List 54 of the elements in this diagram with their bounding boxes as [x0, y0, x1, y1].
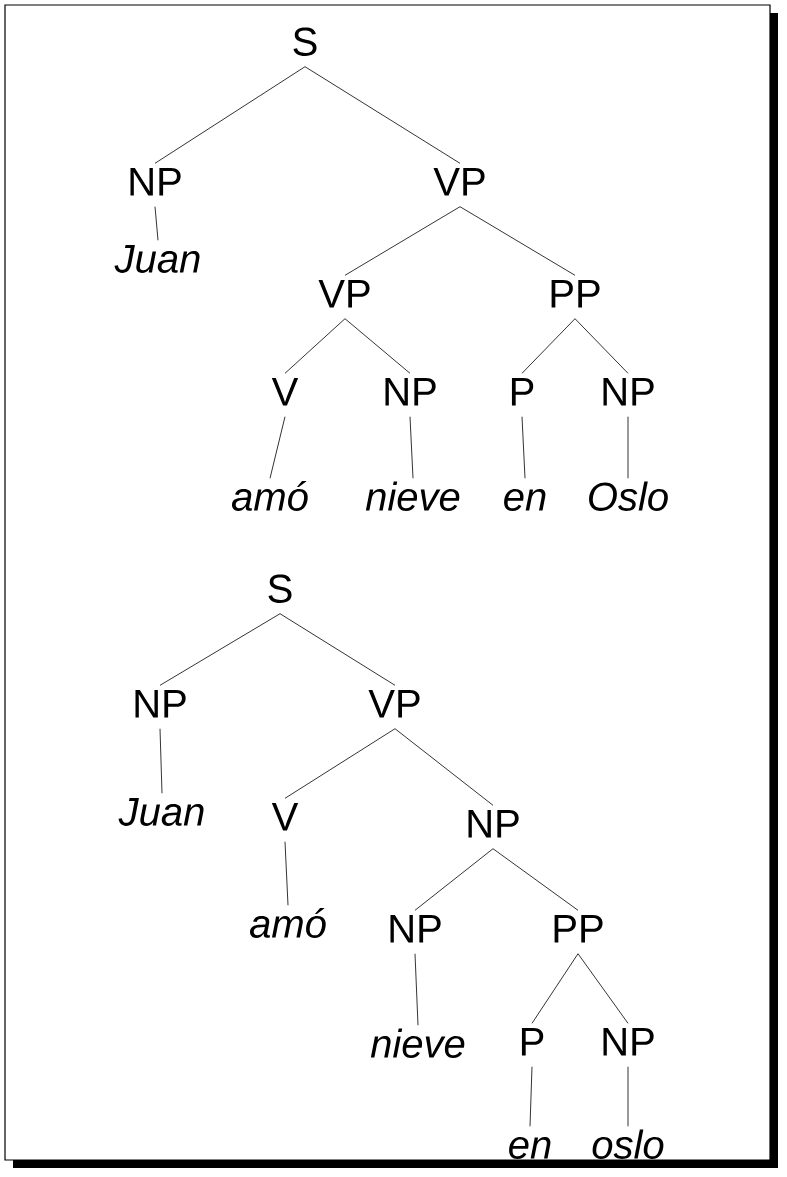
word-label: Oslo [589, 481, 668, 511]
branch-line [154, 66, 306, 164]
category-label: PP [554, 915, 603, 943]
category-label: VP [433, 168, 485, 196]
branch-line [492, 848, 579, 911]
category-label: V [271, 803, 299, 831]
category-label: VP [368, 690, 420, 718]
word-label: en [504, 489, 546, 511]
branch-line [521, 318, 576, 374]
word-label: nieve [365, 481, 460, 511]
branch-line [159, 728, 163, 794]
branch-line [284, 841, 289, 906]
branch-line [521, 416, 526, 479]
category-label: NP [385, 378, 436, 406]
branch-line [531, 953, 579, 1024]
branch-line [459, 206, 576, 276]
word-label: Juan [118, 798, 204, 826]
category-label: VP [318, 280, 370, 308]
branch-line [414, 953, 419, 1026]
category-label: PP [551, 280, 600, 308]
category-label: NP [603, 1028, 654, 1056]
branch-line [409, 416, 414, 479]
branch-line [344, 206, 461, 276]
category-label: S [268, 574, 292, 603]
branch-line [627, 1066, 629, 1127]
branch-line [414, 848, 494, 911]
category-label: P [521, 1028, 544, 1056]
branch-line [627, 416, 629, 479]
branch-line [159, 613, 281, 686]
branch-line [344, 318, 411, 374]
branch-line [279, 613, 396, 686]
word-label: Juan [114, 245, 200, 273]
branch-line [269, 416, 286, 479]
branch-line [574, 318, 629, 374]
word-label: amó [250, 908, 326, 938]
branch-line [304, 66, 461, 164]
category-label: P [511, 378, 534, 406]
word-label: nieve [370, 1028, 465, 1058]
category-label: NP [135, 690, 186, 718]
category-label: S [293, 27, 317, 56]
category-label: NP [130, 168, 181, 196]
category-label: NP [390, 915, 441, 943]
branch-line [394, 728, 494, 806]
word-label: amó [232, 481, 308, 511]
branch-line [154, 206, 159, 241]
word-label: en [509, 1137, 551, 1159]
category-label: NP [603, 378, 654, 406]
category-label: V [271, 378, 299, 406]
branch-line [284, 728, 396, 799]
branch-line [577, 953, 629, 1024]
word-label: oslo [592, 1129, 664, 1159]
branch-line [284, 318, 346, 374]
branch-line [529, 1066, 533, 1127]
category-label: NP [468, 810, 519, 838]
